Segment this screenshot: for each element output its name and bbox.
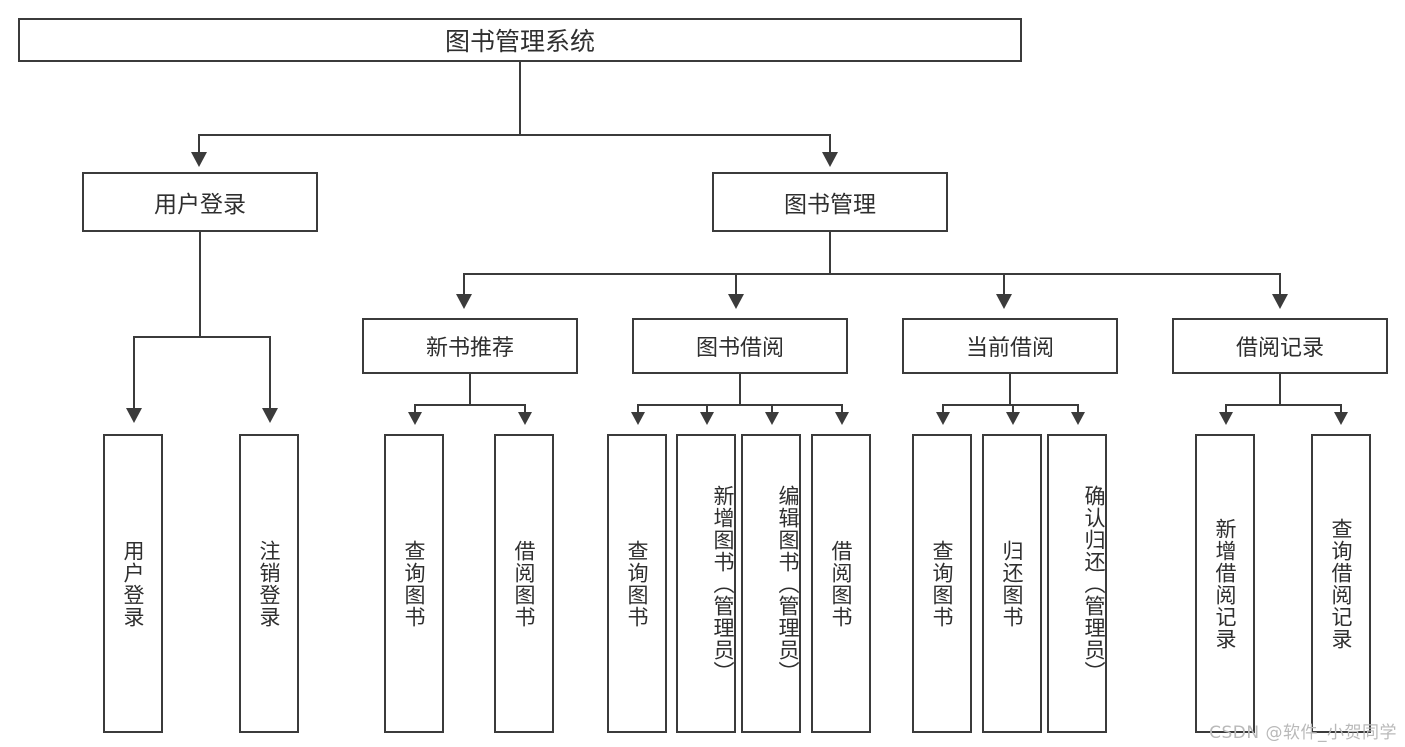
connector-root-bus: [198, 134, 831, 136]
leaf-query-record-label: 查询借阅记录: [1329, 517, 1354, 650]
node-user-login[interactable]: 用户登录: [82, 172, 318, 232]
connector-br-drop-2: [1340, 404, 1342, 414]
arrow-bb-to-leaf-2: [700, 412, 714, 425]
leaf-query-book-1-label: 查询图书: [402, 539, 427, 628]
connector-nbr-drop-2: [524, 404, 526, 414]
leaf-confirm-return-label: 确认归还（管理员）: [1082, 484, 1106, 683]
leaf-logout-login-label: 注销登录: [257, 539, 282, 628]
node-book-borrow[interactable]: 图书借阅: [632, 318, 848, 374]
node-root-label: 图书管理系统: [444, 27, 595, 56]
node-new-book-recommend[interactable]: 新书推荐: [362, 318, 578, 374]
arrow-bm-to-new-book-recommend: [456, 294, 472, 309]
leaf-borrow-book-2-label: 借阅图书: [829, 539, 854, 628]
node-borrow-record[interactable]: 借阅记录: [1172, 318, 1388, 374]
connector-br-stem: [1279, 374, 1281, 405]
leaf-user-login-label: 用户登录: [121, 539, 146, 628]
connector-bb-stem: [739, 374, 741, 405]
arrow-bm-to-current-borrow: [996, 294, 1012, 309]
connector-bm-drop-2: [735, 273, 737, 297]
node-root-system[interactable]: 图书管理系统: [18, 18, 1022, 62]
connector-br-bus: [1225, 404, 1342, 406]
leaf-add-book-label: 新增图书（管理员）: [711, 484, 735, 683]
arrow-root-to-user-login: [191, 152, 207, 167]
arrow-nbr-to-leaf-1: [408, 412, 422, 425]
arrow-bb-to-leaf-4: [835, 412, 849, 425]
connector-root-stem: [519, 62, 521, 135]
node-book-management-label: 图书管理: [784, 192, 876, 218]
connector-book-management-bus: [463, 273, 1281, 275]
node-book-management[interactable]: 图书管理: [712, 172, 948, 232]
connector-bb-drop-4: [841, 404, 843, 414]
leaf-query-book-3-label: 查询图书: [930, 539, 955, 628]
connector-bb-drop-3: [771, 404, 773, 414]
connector-cb-bus: [942, 404, 1078, 406]
node-book-borrow-label: 图书借阅: [695, 336, 784, 361]
connector-bb-bus: [637, 404, 842, 406]
arrow-nbr-to-leaf-2: [518, 412, 532, 425]
node-borrow-record-label: 借阅记录: [1235, 336, 1324, 361]
leaf-return-book-label: 归还图书: [1000, 539, 1025, 628]
connector-cb-drop-3: [1077, 404, 1079, 414]
connector-root-to-user-login: [198, 134, 200, 156]
csdn-watermark: CSDN @软件_小贺同学: [1209, 723, 1397, 743]
leaf-edit-book[interactable]: 编辑图书（管理员）: [741, 434, 801, 733]
connector-user-login-drop-1: [133, 336, 135, 411]
leaf-user-login[interactable]: 用户登录: [103, 434, 163, 733]
arrow-cb-to-leaf-3: [1071, 412, 1085, 425]
connector-bm-drop-3: [1003, 273, 1005, 297]
connector-user-login-bus: [133, 336, 271, 338]
leaf-logout-login[interactable]: 注销登录: [239, 434, 299, 733]
arrow-user-login-to-leaf-2: [262, 408, 278, 423]
leaf-confirm-return[interactable]: 确认归还（管理员）: [1047, 434, 1107, 733]
leaf-add-record-label: 新增借阅记录: [1213, 517, 1238, 650]
node-user-login-label: 用户登录: [154, 192, 246, 218]
connector-nbr-bus: [414, 404, 526, 406]
connector-book-management-stem: [829, 232, 831, 274]
connector-bm-drop-4: [1279, 273, 1281, 297]
node-current-borrow[interactable]: 当前借阅: [902, 318, 1118, 374]
connector-bb-drop-2: [706, 404, 708, 414]
connector-br-drop-1: [1225, 404, 1227, 414]
arrow-root-to-book-management: [822, 152, 838, 167]
arrow-bb-to-leaf-1: [631, 412, 645, 425]
arrow-br-to-leaf-1: [1219, 412, 1233, 425]
arrow-cb-to-leaf-1: [936, 412, 950, 425]
arrow-br-to-leaf-2: [1334, 412, 1348, 425]
connector-root-to-book-management: [829, 134, 831, 156]
leaf-query-book-2-label: 查询图书: [625, 539, 650, 628]
leaf-query-book-1[interactable]: 查询图书: [384, 434, 444, 733]
leaf-edit-book-label: 编辑图书（管理员）: [776, 484, 800, 683]
arrow-cb-to-leaf-2: [1006, 412, 1020, 425]
arrow-bb-to-leaf-3: [765, 412, 779, 425]
arrow-user-login-to-leaf-1: [126, 408, 142, 423]
leaf-add-book[interactable]: 新增图书（管理员）: [676, 434, 736, 733]
leaf-query-book-2[interactable]: 查询图书: [607, 434, 667, 733]
arrow-bm-to-book-borrow: [728, 294, 744, 309]
leaf-borrow-book-1[interactable]: 借阅图书: [494, 434, 554, 733]
connector-bb-drop-1: [637, 404, 639, 414]
leaf-return-book[interactable]: 归还图书: [982, 434, 1042, 733]
connector-cb-stem: [1009, 374, 1011, 405]
connector-cb-drop-1: [942, 404, 944, 414]
arrow-bm-to-borrow-record: [1272, 294, 1288, 309]
leaf-add-record[interactable]: 新增借阅记录: [1195, 434, 1255, 733]
leaf-query-book-3[interactable]: 查询图书: [912, 434, 972, 733]
leaf-borrow-book-1-label: 借阅图书: [512, 539, 537, 628]
connector-nbr-stem: [469, 374, 471, 405]
connector-cb-drop-2: [1012, 404, 1014, 414]
node-new-book-recommend-label: 新书推荐: [425, 336, 514, 361]
node-current-borrow-label: 当前借阅: [965, 336, 1054, 361]
connector-bm-drop-1: [463, 273, 465, 297]
leaf-query-record[interactable]: 查询借阅记录: [1311, 434, 1371, 733]
connector-user-login-stem: [199, 232, 201, 337]
connector-nbr-drop-1: [414, 404, 416, 414]
connector-user-login-drop-2: [269, 336, 271, 411]
leaf-borrow-book-2[interactable]: 借阅图书: [811, 434, 871, 733]
